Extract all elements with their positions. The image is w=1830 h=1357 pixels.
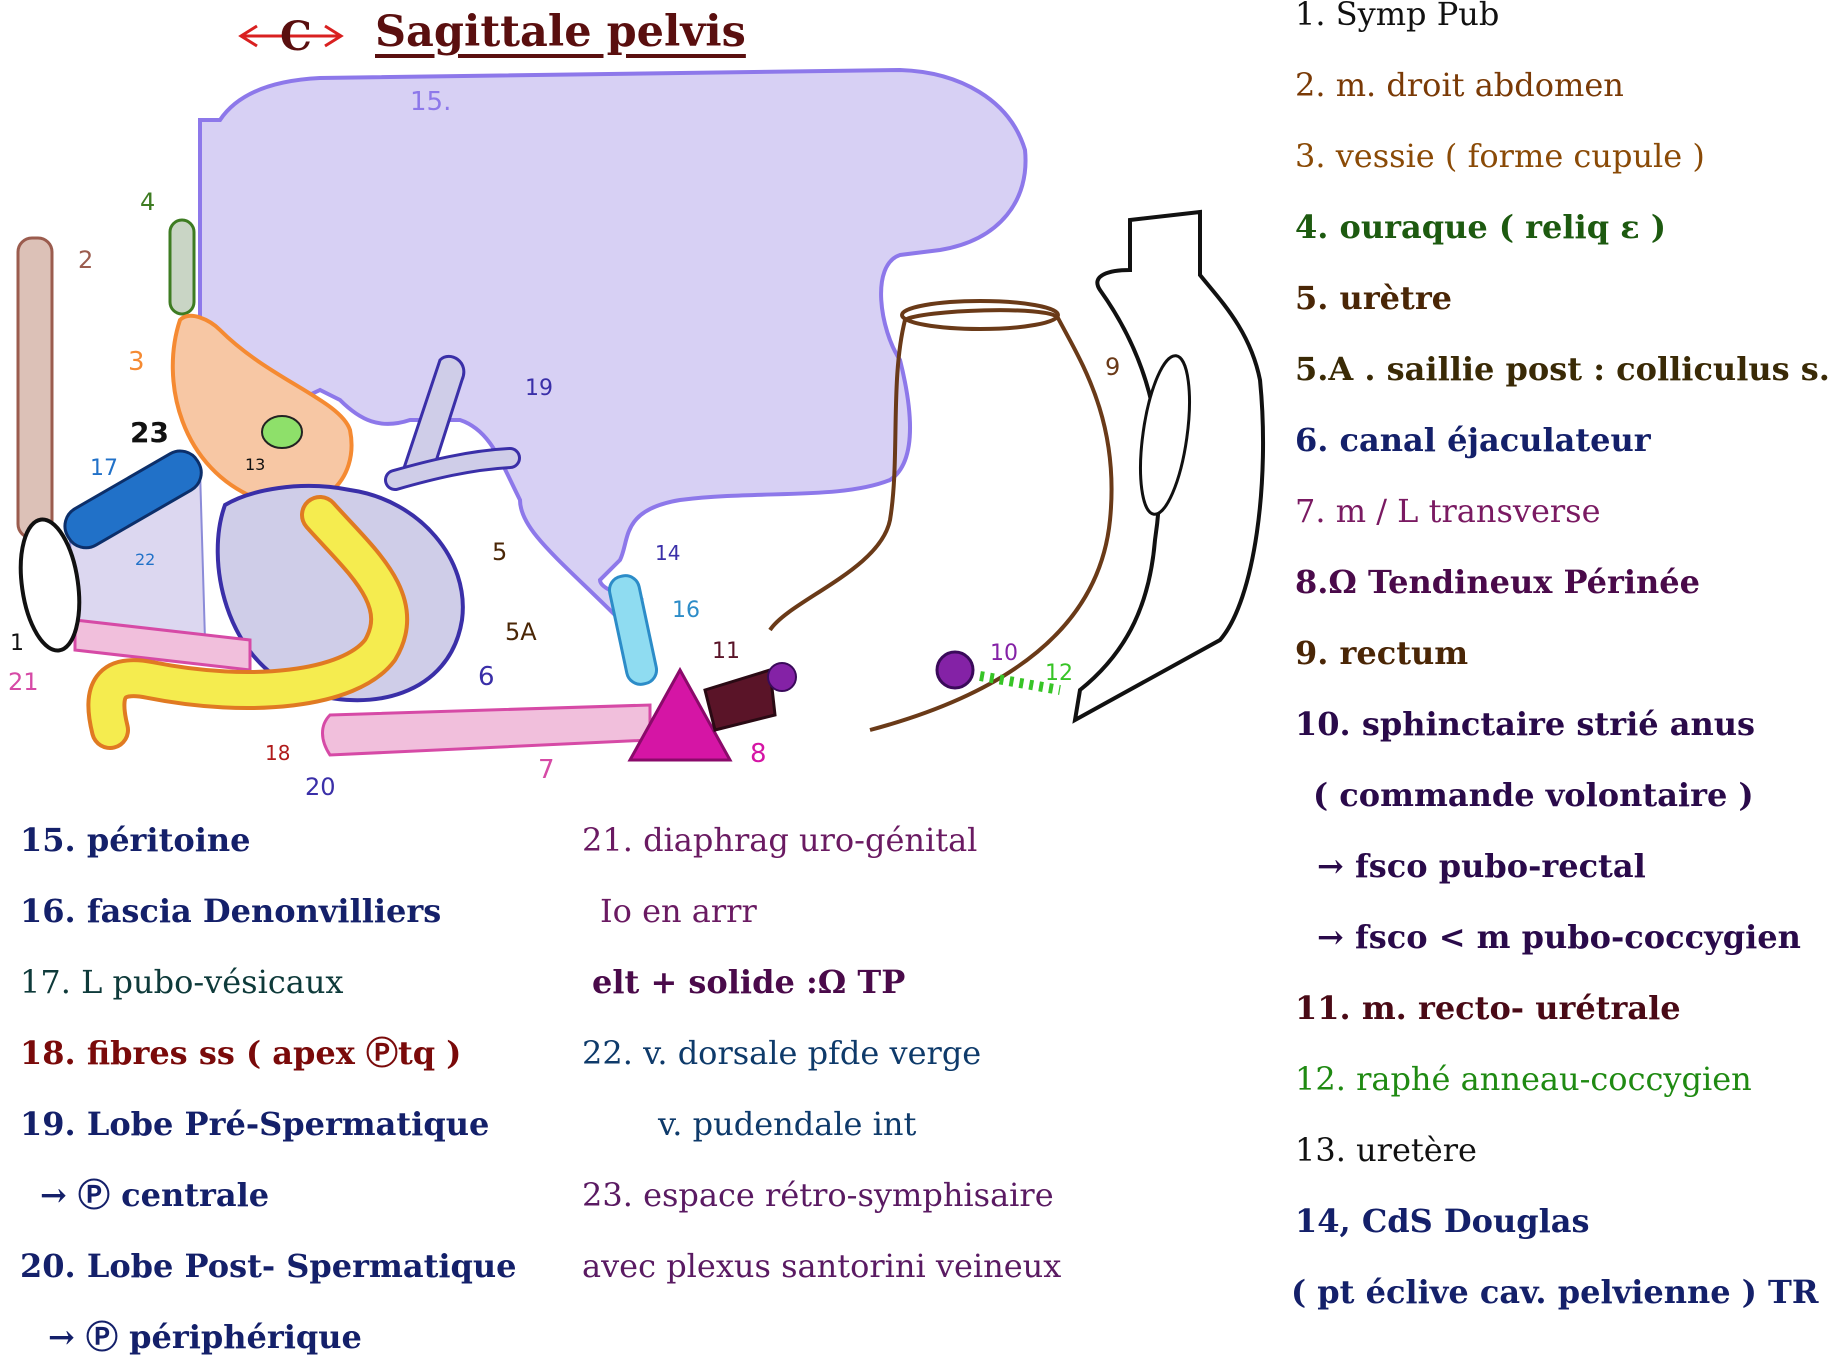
label-2: 2 <box>78 246 93 274</box>
transverse-shape <box>321 703 652 757</box>
page-title: Sagittale pelvis <box>375 7 746 57</box>
legend-item: 19. Lobe Pré-Spermatique <box>20 1105 490 1143</box>
pubovesical-ligament <box>63 449 203 550</box>
title-bar: C Sagittale pelvis <box>235 6 746 60</box>
ouraque-shape <box>168 218 196 316</box>
raphe-anococcygien <box>979 671 1061 695</box>
legend-item: → fsco pubo-rectal <box>1317 847 1646 885</box>
label-12: 12 <box>1045 661 1073 686</box>
legend-item: 10. sphinctaire strié anus <box>1295 705 1755 743</box>
legend-item: 18. fibres ss ( apex Ⓟtq ) <box>20 1034 462 1072</box>
label-18: 18 <box>265 741 290 765</box>
lobe-pre-spermatique <box>397 354 466 482</box>
legend-item: 22. v. dorsale pfde verge <box>582 1034 982 1072</box>
label-22: 22 <box>135 550 155 569</box>
label-15: 15. <box>410 87 451 117</box>
legend-item: 5.A . saillie post : colliculus s. <box>1295 350 1830 388</box>
legend-item: 11. m. recto- urétrale <box>1295 989 1681 1027</box>
label-6: 6 <box>478 662 495 692</box>
label-23: 23 <box>130 416 169 449</box>
legend-item: 3. vessie ( forme cupule ) <box>1295 137 1705 175</box>
legend-item: 21. diaphrag uro-génital <box>582 821 978 859</box>
label-19: 19 <box>525 376 553 401</box>
legend-item: 4. ouraque ( reliq ε ) <box>1295 208 1666 246</box>
recto-uretral-muscle <box>703 668 777 732</box>
legend-item: → Ⓟ périphérique <box>48 1318 362 1356</box>
label-7: 7 <box>538 755 555 785</box>
legend-item: 13. uretère <box>1295 1131 1477 1169</box>
diaphragme-uro-genital <box>73 618 252 672</box>
label-21: 21 <box>8 668 39 696</box>
symphyse-pubienne <box>18 517 82 653</box>
label-1: 1 <box>10 631 24 656</box>
legend-item: avec plexus santorini veineux <box>582 1247 1062 1285</box>
rectum-shape <box>768 308 1114 732</box>
legend-item: 23. espace rétro-symphisaire <box>582 1176 1054 1214</box>
label-16: 16 <box>672 598 700 623</box>
peritoine-shape <box>198 67 1028 623</box>
label-4: 4 <box>140 188 155 216</box>
legend-item: → fsco < m pubo-coccygien <box>1317 918 1801 956</box>
centre-tendineux-perinee <box>627 666 733 762</box>
legend-item: 6. canal éjaculateur <box>1295 421 1651 459</box>
label-10: 10 <box>990 641 1018 666</box>
label-14: 14 <box>655 541 680 565</box>
legend-item: 20. Lobe Post- Spermatique <box>20 1247 517 1285</box>
legend-item: 17. L pubo-vésicaux <box>20 963 344 1001</box>
legend-item: Io en arrr <box>600 892 757 930</box>
droit-abdomen-shape <box>16 236 54 540</box>
legend-item: 9. rectum <box>1295 634 1469 672</box>
label-17: 17 <box>90 456 118 481</box>
title-symbol: C <box>280 13 312 60</box>
legend-item: 15. péritoine <box>20 821 251 859</box>
legend-item: 14, CdS Douglas <box>1295 1202 1590 1240</box>
legend-item: ( commande volontaire ) <box>1313 776 1754 814</box>
sagittal-pelvis-diagram: 15. 2 4 3 23 17 22 13 19 5 5A 6 1 21 18 … <box>8 67 1265 801</box>
label-13: 13 <box>245 455 265 474</box>
legend-item: ( pt éclive cav. pelvienne ) TR <box>1291 1273 1819 1311</box>
legend-item: 12. raphé anneau-coccygien <box>1295 1060 1752 1098</box>
label-20: 20 <box>305 773 336 801</box>
label-5: 5 <box>492 538 507 566</box>
label-5a: 5A <box>505 618 537 646</box>
label-9: 9 <box>1105 353 1120 381</box>
legend-item: 8.Ω Tendineux Périnée <box>1295 563 1700 601</box>
legend-item: 2. m. droit abdomen <box>1295 66 1624 104</box>
legend-item: elt + solide :Ω TP <box>592 963 906 1001</box>
uretere-shape <box>261 415 303 449</box>
legend-item: v. pudendale int <box>658 1105 917 1143</box>
legend-item: 16. fascia Denonvilliers <box>20 892 442 930</box>
label-11: 11 <box>712 639 740 664</box>
legend-item: 5. urètre <box>1295 279 1453 317</box>
vessie-shape <box>170 313 354 508</box>
legend-item: 7. m / L transverse <box>1295 492 1601 530</box>
label-3: 3 <box>128 347 145 377</box>
label-8: 8 <box>750 739 767 769</box>
legend-item: 1. Symp Pub <box>1295 0 1500 33</box>
sphincter-strie-anus <box>935 650 975 690</box>
fascia-denonvilliers <box>607 574 659 686</box>
title-arrow-icon: C <box>235 6 347 60</box>
legend-item: → Ⓟ centrale <box>40 1176 270 1214</box>
